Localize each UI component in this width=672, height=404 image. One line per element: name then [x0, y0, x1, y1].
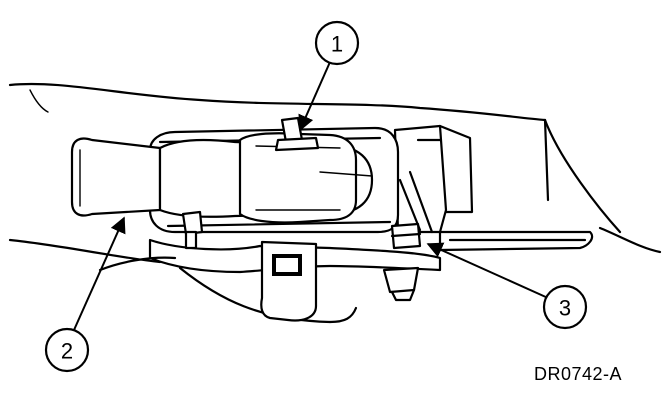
callout-1-label: 1 [331, 32, 343, 57]
leader-line-1 [298, 61, 331, 132]
callout-3: 3 [542, 284, 588, 330]
mount-bracket [393, 124, 594, 252]
callout-1: 1 [314, 20, 360, 66]
locking-tab [274, 116, 320, 152]
frame-rail [8, 82, 662, 264]
retaining-clip [181, 210, 318, 322]
leader-line-2 [73, 216, 126, 331]
callout-2: 2 [44, 327, 90, 373]
connector-plug [70, 132, 374, 224]
mounting-bolt [382, 222, 422, 302]
figure-reference-code: DR0742-A [533, 364, 622, 384]
callout-3-label: 3 [559, 296, 571, 321]
callout-2-label: 2 [61, 339, 73, 364]
leader-line-3 [426, 242, 549, 299]
